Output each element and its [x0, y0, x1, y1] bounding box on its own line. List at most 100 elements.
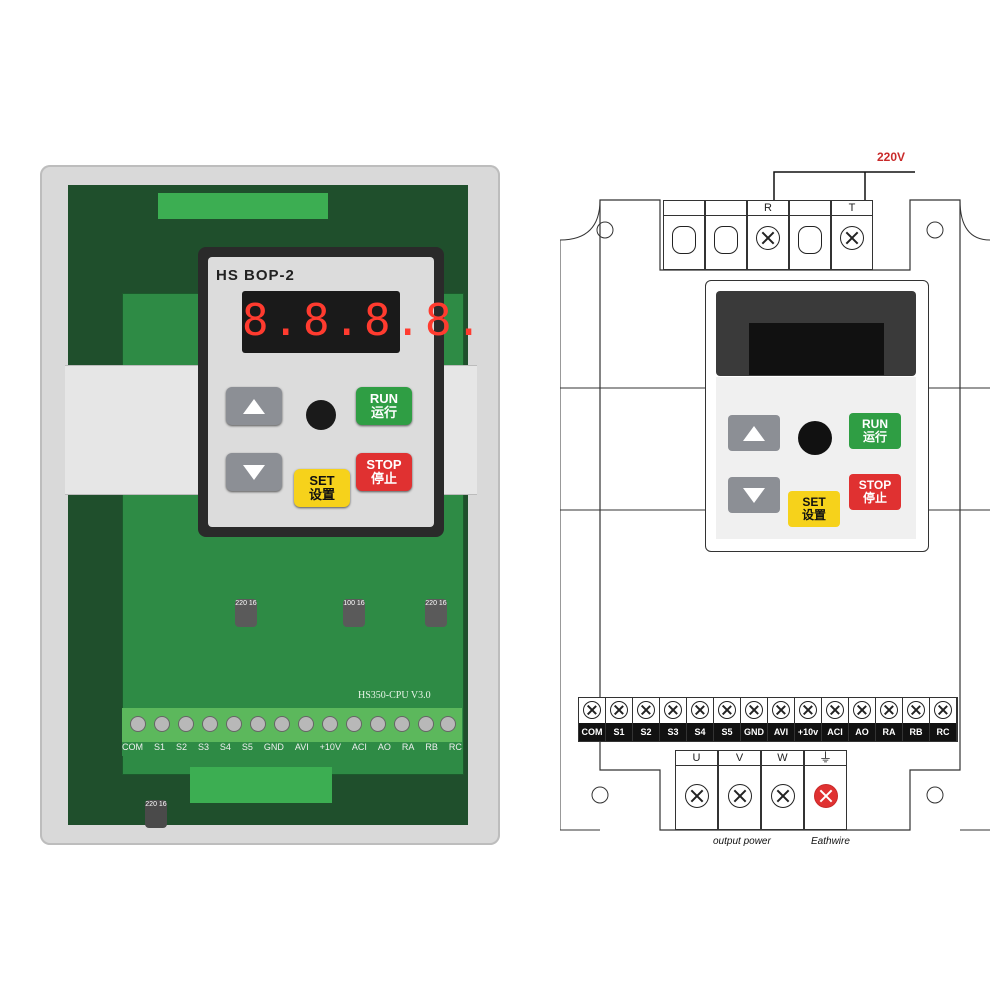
diagram-display [749, 323, 884, 375]
control-terminal-label: S5 [714, 723, 740, 741]
output-terminal[interactable]: V [718, 750, 761, 830]
output-terminal[interactable]: U [675, 750, 718, 830]
output-terminal[interactable]: W [761, 750, 804, 830]
control-terminal[interactable]: GND [741, 698, 768, 741]
run-label-cn: 运行 [370, 405, 397, 420]
terminal-screw [178, 716, 194, 732]
terminal-screw [418, 716, 434, 732]
control-terminal[interactable]: +10v [795, 698, 822, 741]
diagram-set-button[interactable]: SET 设置 [788, 491, 840, 527]
top-input-terminal-block [158, 193, 328, 219]
control-terminal-strip [122, 708, 462, 746]
led-display: 8.8.8.8. [242, 291, 482, 353]
terminal-slot-icon [672, 226, 696, 254]
terminal-slot-icon [714, 226, 738, 254]
bottom-output-terminal-block [190, 767, 332, 803]
control-terminal-label: RB [903, 723, 929, 741]
control-terminal[interactable]: RB [903, 698, 930, 741]
set-button[interactable]: SET 设置 [294, 469, 350, 507]
supply-voltage-label: 220V [877, 150, 906, 164]
control-terminal[interactable]: COM [579, 698, 606, 741]
keypad-module: HS BOP-2 8.8.8.8. RUN 运行 SET 设置 STOP 停止 [198, 247, 482, 537]
diagram-speed-knob[interactable] [798, 421, 832, 455]
terminal-screw [298, 716, 314, 732]
capacitor: 220 16 [235, 599, 257, 627]
earth-wire-caption: Eathwire [811, 836, 850, 847]
terminal-screw [250, 716, 266, 732]
terminal-screw-icon [691, 701, 709, 719]
diagram-keypad: RUN 运行 SET 设置 STOP 停止 [705, 280, 929, 552]
photo-terminal-label: S4 [219, 742, 231, 752]
speed-knob[interactable] [306, 400, 336, 430]
input-terminal[interactable]: T [831, 200, 873, 270]
input-terminal[interactable] [663, 200, 705, 270]
up-button[interactable] [226, 387, 282, 425]
terminal-screw-icon [718, 701, 736, 719]
diagram-set-label-cn: 设置 [801, 508, 826, 522]
control-terminal[interactable]: AVI [768, 698, 795, 741]
diagram-run-button[interactable]: RUN 运行 [849, 413, 901, 449]
triangle-down-icon [243, 464, 265, 480]
terminal-screw [440, 716, 456, 732]
inverter-photo: 220 16 100 16 220 16 220 16 HS350-CPU V3… [40, 165, 500, 845]
down-button[interactable] [226, 453, 282, 491]
earth-terminal[interactable]: ⏚ [804, 750, 847, 830]
terminal-screw [226, 716, 242, 732]
stop-button[interactable]: STOP 停止 [356, 453, 412, 491]
terminal-screw [322, 716, 338, 732]
photo-terminal-label: RC [448, 742, 462, 752]
input-terminal[interactable] [789, 200, 831, 270]
terminal-slot-icon [798, 226, 822, 254]
diagram-run-label-cn: 运行 [862, 430, 887, 444]
control-terminal[interactable]: RC [930, 698, 957, 741]
control-terminal[interactable]: S1 [606, 698, 633, 741]
diagram-stop-button[interactable]: STOP 停止 [849, 474, 901, 510]
terminal-screw-icon [756, 226, 780, 250]
photo-terminal-label: RB [425, 742, 438, 752]
output-terminal-label: V [719, 751, 760, 766]
control-terminal[interactable]: S5 [714, 698, 741, 741]
photo-terminal-label: COM [122, 742, 143, 752]
diagram-stop-label-cn: 停止 [862, 491, 887, 505]
control-terminal-label: AVI [768, 723, 794, 741]
control-terminal-label: S4 [687, 723, 713, 741]
input-terminal[interactable] [705, 200, 747, 270]
terminal-screw [394, 716, 410, 732]
photo-terminal-label: ACI [351, 742, 367, 752]
control-terminal[interactable]: RA [876, 698, 903, 741]
capacitor: 220 16 [425, 599, 447, 627]
set-label: SET [309, 473, 335, 488]
triangle-down-icon [743, 487, 765, 503]
output-power-caption: output power [713, 836, 771, 847]
diagram-down-button[interactable] [728, 477, 780, 513]
control-terminal[interactable]: S2 [633, 698, 660, 741]
terminal-screw-icon [826, 701, 844, 719]
control-terminal[interactable]: S4 [687, 698, 714, 741]
control-terminal-label: S3 [660, 723, 686, 741]
terminal-screw-icon [610, 701, 628, 719]
terminal-screw [274, 716, 290, 732]
diagram-up-button[interactable] [728, 415, 780, 451]
run-button[interactable]: RUN 运行 [356, 387, 412, 425]
capacitor: 100 16 [343, 599, 365, 627]
control-terminal-label: RA [876, 723, 902, 741]
input-terminal-label [790, 201, 830, 216]
diagram-display-housing [716, 291, 916, 376]
control-terminal[interactable]: ACI [822, 698, 849, 741]
photo-terminal-label: GND [263, 742, 284, 752]
terminal-screw [154, 716, 170, 732]
control-terminal[interactable]: AO [849, 698, 876, 741]
terminal-screw-icon [770, 784, 795, 808]
control-terminal-label: RC [930, 723, 956, 741]
input-terminal[interactable]: R [747, 200, 789, 270]
photo-terminal-label: AVI [294, 742, 309, 752]
terminal-screw [346, 716, 362, 732]
terminal-screw [130, 716, 146, 732]
set-label-cn: 设置 [308, 487, 335, 502]
terminal-screw-icon [853, 701, 871, 719]
input-terminal-label [664, 201, 704, 216]
control-terminal[interactable]: S3 [660, 698, 687, 741]
ground-symbol-icon: ⏚ [805, 751, 846, 766]
